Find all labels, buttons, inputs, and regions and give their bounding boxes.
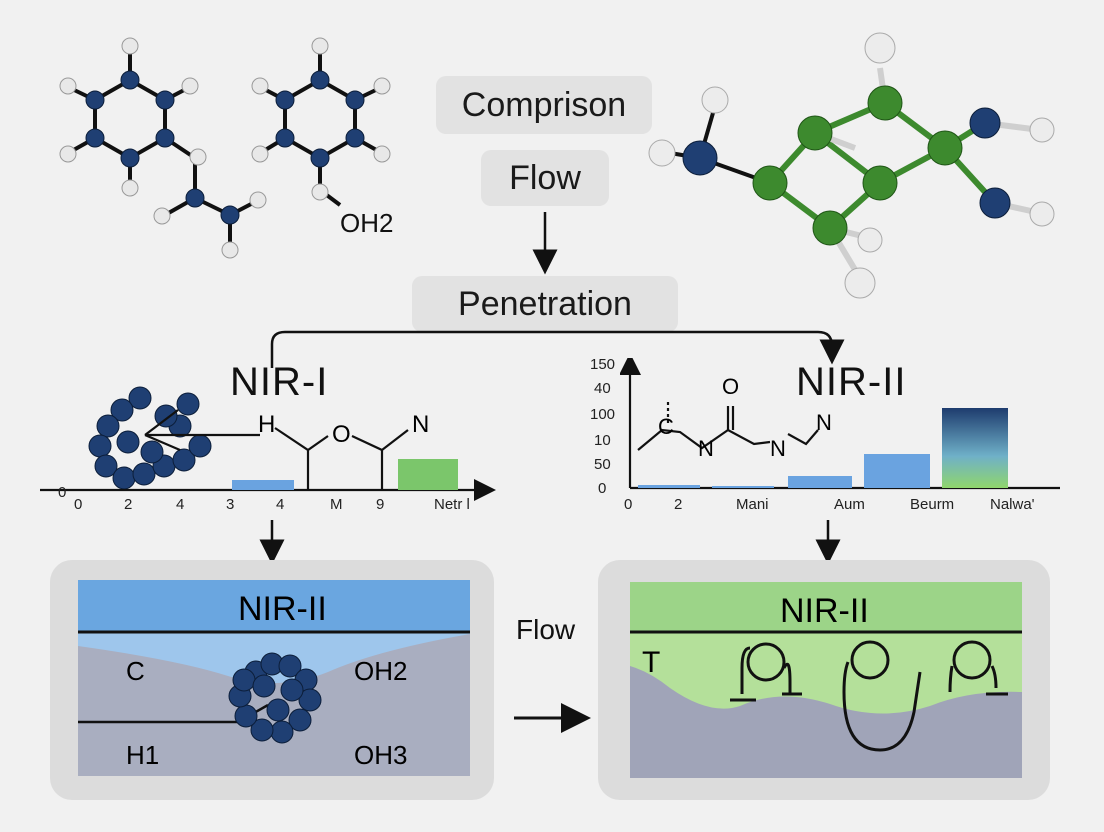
nir1-n-label: N [412,411,429,438]
c-label: C [126,656,145,686]
nir2-y-tick: 10 [594,432,611,449]
bottom-left-tissue-diagram: NIR-II C OH2 H1 OH3 [78,580,470,776]
penetration-pill: Penetration [412,276,678,332]
nir2-n-label: N [770,436,786,461]
flow-pill: Flow [481,150,609,206]
nir2-chart: C O N N N [620,358,1060,490]
nir1-x-tick: 4 [276,496,285,513]
nir2-x-tick: Aum [834,496,865,513]
nir1-h-label: H [258,411,275,438]
comparison-pill: Comprison [436,76,652,134]
benzene-molecules-diagram: OH2 [59,37,393,259]
nir1-x-tick: 9 [376,496,385,513]
nir2-y-tick: 100 [590,406,616,423]
green-molecule-diagram [648,32,1055,299]
bottom-right-title: NIR-II [780,592,869,630]
nir2-o-label: O [722,374,739,399]
bottom-left-title: NIR-II [238,590,327,628]
nir2-c-label: C [658,414,674,439]
nir2-x-tick: Beurm [910,496,955,513]
flow-label: Flow [516,614,576,645]
oh2-label: OH2 [340,208,393,238]
nir1-x-tick: 0 [74,496,83,513]
nir1-x-tick: 2 [124,496,133,513]
nir2-y-tick: 0 [598,480,607,497]
nir2-y-tick: 150 [590,356,616,373]
nir2-x-tick: 2 [674,496,683,513]
nir2-title: NIR-II [796,360,907,404]
nir2-n-label: N [816,410,832,435]
nir1-x-tick: M [330,496,343,513]
nir2-y-tick: 40 [594,380,611,397]
t-label: T [642,646,660,679]
nir2-x-tick: Mani [736,496,769,513]
h1-label: H1 [126,740,159,770]
nir1-chart: H O N [40,386,496,501]
oh3-label: OH3 [354,740,407,770]
nir1-x-tick: Netr l [434,496,470,513]
nir2-n-label: N [698,436,714,461]
nir2-y-tick: 50 [594,456,611,473]
nir1-x-tick: 3 [226,496,235,513]
nir2-x-tick: Nalwa' [990,496,1035,513]
oh2-label: OH2 [354,656,407,686]
nir1-x-tick: 4 [176,496,185,513]
nir2-x-tick: 0 [624,496,633,513]
nir1-y-tick: 0 [58,484,67,501]
bottom-right-tissue-diagram: NIR-II T [630,582,1022,778]
nir1-o-label: O [332,421,351,448]
nir1-title: NIR-I [230,360,329,404]
